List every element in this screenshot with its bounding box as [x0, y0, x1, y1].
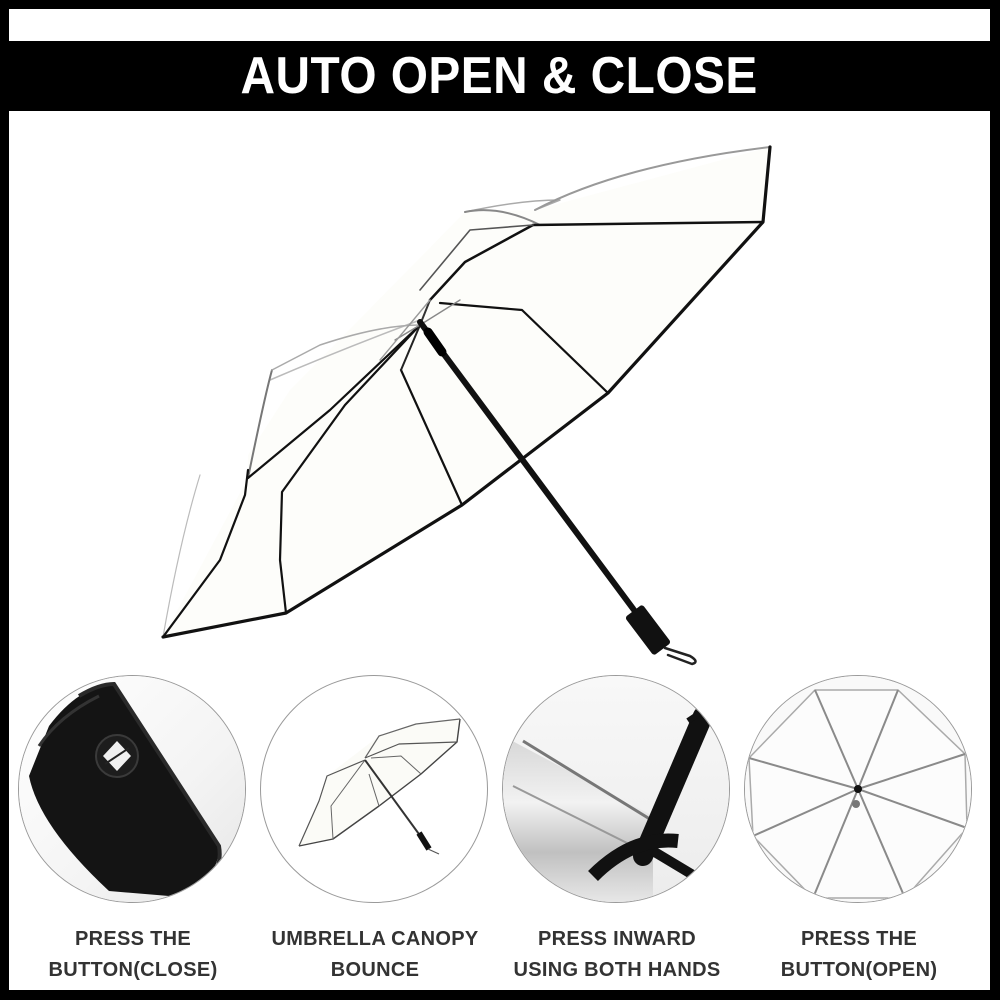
- step-label: PRESS THE BUTTON(CLOSE): [48, 928, 218, 981]
- step-image-umbrella-illustration: [260, 675, 488, 903]
- product-infographic: AUTO OPEN & CLOSE PRESS THE BUTTO: [9, 9, 990, 990]
- title-banner: AUTO OPEN & CLOSE: [9, 41, 990, 111]
- step-label: PRESS INWARD USING BOTH HANDS: [513, 928, 721, 981]
- step-canopy-bounce: UMBRELLA CANOPY BOUNCE: [257, 666, 493, 986]
- step-press-button-close: PRESS THE BUTTON(CLOSE): [15, 666, 251, 986]
- step-image-folded-umbrella: [502, 675, 730, 903]
- step-press-button-open: PRESS THE BUTTON(OPEN): [741, 666, 977, 986]
- step-image-open-top-view: [744, 675, 972, 903]
- step-label: UMBRELLA CANOPY BOUNCE: [271, 928, 479, 981]
- step-label: PRESS THE BUTTON(OPEN): [780, 928, 938, 981]
- step-press-inward: PRESS INWARD USING BOTH HANDS: [499, 666, 735, 986]
- banner-title: AUTO OPEN & CLOSE: [240, 47, 759, 105]
- step-image-handle-button: [18, 675, 246, 903]
